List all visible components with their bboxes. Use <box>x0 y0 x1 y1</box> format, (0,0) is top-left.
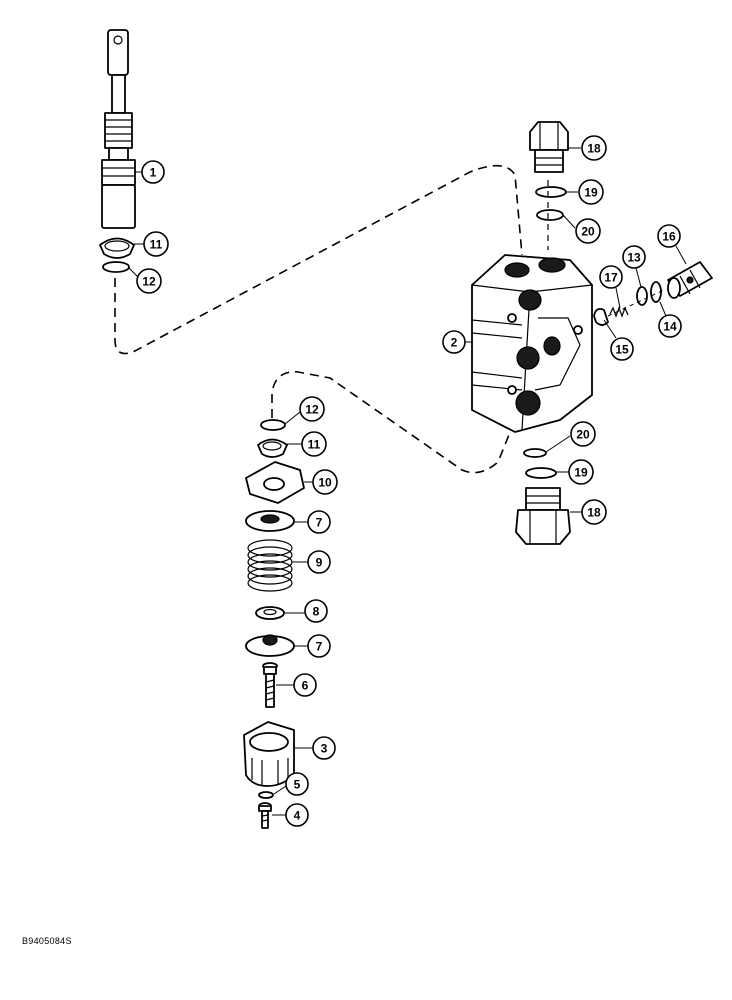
callout-bubble-16: 16 <box>657 224 681 248</box>
spacer-part-8 <box>255 606 285 620</box>
spool-centerline-upper <box>114 164 523 355</box>
svg-text:2: 2 <box>451 336 458 350</box>
seal-part-11-upper <box>99 237 135 259</box>
spring-part-9 <box>247 539 293 592</box>
valve-body-part-2 <box>471 254 593 433</box>
callout-bubble-19-bottom: 19 <box>568 459 594 485</box>
oring-part-19-top <box>535 186 567 198</box>
svg-text:20: 20 <box>581 225 595 239</box>
callout-bubble-17: 17 <box>599 265 623 289</box>
callout-bubble-11-lower: 11 <box>301 431 327 457</box>
svg-text:7: 7 <box>316 640 323 654</box>
callout-bubble-20-bottom: 20 <box>570 421 596 447</box>
cap-part-3 <box>243 721 295 787</box>
svg-text:7: 7 <box>316 516 323 530</box>
callout-bubble-18-bottom: 18 <box>581 499 607 525</box>
oring-part-20-bottom <box>523 448 547 458</box>
callout-bubble-19-top: 19 <box>578 179 604 205</box>
callout-bubble-2: 2 <box>442 330 466 354</box>
callout-bubble-5: 5 <box>285 772 309 796</box>
spool-part-1 <box>101 29 136 229</box>
svg-text:19: 19 <box>574 466 588 480</box>
callout-bubble-18-top: 18 <box>581 135 607 161</box>
callout-bubble-4: 4 <box>285 803 309 827</box>
relief-centerline <box>607 289 665 317</box>
svg-text:11: 11 <box>150 238 163 252</box>
spring-part-17 <box>609 306 629 318</box>
svg-text:14: 14 <box>663 320 677 334</box>
svg-text:8: 8 <box>313 605 320 619</box>
bolt-part-6 <box>262 662 278 708</box>
callout-bubble-12-lower: 12 <box>299 396 325 422</box>
callout-bubble-9: 9 <box>307 550 331 574</box>
plate-part-10 <box>245 461 305 504</box>
callout-bubble-13: 13 <box>622 245 646 269</box>
callout-bubble-10: 10 <box>312 469 338 495</box>
svg-text:15: 15 <box>615 343 629 357</box>
svg-text:13: 13 <box>627 251 641 265</box>
callout-bubble-3: 3 <box>312 736 336 760</box>
svg-text:4: 4 <box>294 809 301 823</box>
leader-lines <box>128 147 687 816</box>
svg-text:12: 12 <box>142 275 156 289</box>
drawing-code: B9405084S <box>22 936 72 946</box>
svg-text:17: 17 <box>604 271 618 285</box>
callout-bubble-14: 14 <box>658 314 682 338</box>
svg-text:3: 3 <box>321 742 328 756</box>
callout-bubble-6: 6 <box>293 673 317 697</box>
relief-cartridge-part-16 <box>667 261 713 299</box>
lockwasher-part-5 <box>258 791 274 799</box>
washer-part-7-upper <box>245 510 295 532</box>
callout-bubble-8: 8 <box>304 599 328 623</box>
seal-part-11-lower <box>257 438 288 458</box>
callout-bubble-20-top: 20 <box>575 218 601 244</box>
callout-bubble-11-upper: 11 <box>143 231 169 257</box>
callout-bubble-15: 15 <box>610 337 634 361</box>
callout-bubble-1: 1 <box>141 160 165 184</box>
svg-text:12: 12 <box>305 403 319 417</box>
svg-text:6: 6 <box>302 679 309 693</box>
oring-part-20-top <box>536 209 564 221</box>
svg-text:1: 1 <box>150 166 157 180</box>
svg-text:5: 5 <box>294 778 301 792</box>
callout-bubble-7-upper: 7 <box>307 510 331 534</box>
svg-text:18: 18 <box>587 506 601 520</box>
oring-part-12-lower <box>260 419 286 431</box>
backup-ring-part-14 <box>650 281 662 303</box>
washer-part-7-lower <box>245 634 295 657</box>
oring-part-19-bottom <box>525 467 557 479</box>
callout-bubble-7-lower: 7 <box>307 634 331 658</box>
spool-centerline-lower <box>271 371 516 474</box>
plug-part-18-top <box>529 121 569 173</box>
plug-part-18-bottom <box>515 487 571 545</box>
oring-part-12-upper <box>102 261 130 273</box>
svg-text:19: 19 <box>584 186 598 200</box>
callout-bubble-12-upper: 12 <box>136 268 162 294</box>
svg-text:10: 10 <box>318 476 332 490</box>
svg-text:11: 11 <box>308 438 321 452</box>
oring-part-13 <box>636 286 648 306</box>
svg-text:20: 20 <box>576 428 590 442</box>
svg-text:9: 9 <box>316 556 323 570</box>
svg-text:16: 16 <box>662 230 676 244</box>
screw-part-4 <box>258 802 272 829</box>
svg-text:18: 18 <box>587 142 601 156</box>
